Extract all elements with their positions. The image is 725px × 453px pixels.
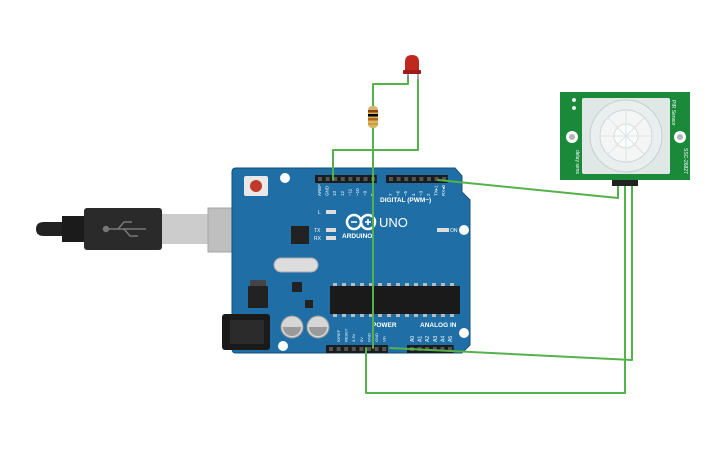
power-socket[interactable] <box>382 347 387 351</box>
digital-pin-label: 13 <box>332 190 337 196</box>
power-socket[interactable] <box>359 347 364 351</box>
digital-pin-label: AREF <box>317 184 322 196</box>
analog-pin-label: A5 <box>448 336 454 342</box>
on-label: ON <box>450 228 458 234</box>
red-led[interactable] <box>403 55 421 80</box>
voltage-regulator <box>248 286 268 308</box>
digital-pin-label: 2 <box>426 193 431 196</box>
power-pin-label: RESET <box>344 328 349 342</box>
usb-jack <box>210 208 270 252</box>
digital-socket[interactable] <box>333 177 338 181</box>
digital-pin-label: ~9 <box>363 190 368 196</box>
digital-socket[interactable] <box>411 177 416 181</box>
analog-pin-label: A2 <box>425 336 431 342</box>
power-socket[interactable] <box>336 347 341 351</box>
power-label: POWER <box>372 322 397 329</box>
microcontroller-chip <box>330 283 460 317</box>
l-label: L <box>318 210 321 216</box>
led-l <box>326 210 336 214</box>
digital-pin-label: ~10 <box>355 188 360 196</box>
power-socket[interactable] <box>374 347 379 351</box>
wire-pin2-to-sensor[interactable] <box>437 179 619 199</box>
digital-socket[interactable] <box>389 177 393 181</box>
analog-socket[interactable] <box>440 347 445 351</box>
digital-pin-label: 4 <box>411 193 416 196</box>
digital-socket[interactable] <box>325 177 330 181</box>
digital-socket[interactable] <box>396 177 401 181</box>
digital-pin-label: GND <box>325 185 330 196</box>
digital-pin-label: 12 <box>340 190 345 196</box>
analog-socket[interactable] <box>432 347 437 351</box>
sensor-left-text: delay sens <box>574 150 580 174</box>
digital-pin-label: ~11 <box>347 188 352 196</box>
wire-sensor-vcc[interactable] <box>389 185 633 361</box>
board-name: UNO <box>379 215 408 230</box>
resistor[interactable] <box>368 106 378 128</box>
led-on <box>437 228 449 232</box>
power-socket[interactable] <box>344 347 349 351</box>
power-jack <box>222 314 270 350</box>
pir-dome <box>589 99 663 173</box>
digital-socket[interactable] <box>434 177 439 181</box>
digital-socket[interactable] <box>404 177 409 181</box>
reset-button[interactable] <box>244 176 268 196</box>
power-header[interactable] <box>326 345 388 353</box>
led-tx <box>326 228 336 232</box>
power-socket[interactable] <box>329 347 333 351</box>
power-pin-label: IOREF <box>336 329 341 342</box>
pir-sensor[interactable]: PIR Sensor SSC-26827 delay sens <box>560 92 690 186</box>
wire-resistor-to-led[interactable] <box>372 75 409 107</box>
power-pin-label: GND <box>374 333 379 342</box>
arduino-board[interactable]: L TX RX ON ARDUINO UNO DIGITAL (PWM~) PO… <box>210 167 471 354</box>
digital-pin-label: TX▸1 <box>434 185 439 196</box>
digital-pin-label: RX◂0 <box>441 184 446 196</box>
analog-pin-label: A4 <box>440 336 446 342</box>
power-socket[interactable] <box>351 347 356 351</box>
digital-socket[interactable] <box>419 177 424 181</box>
led-rx <box>326 236 336 240</box>
analog-pin-label: A0 <box>410 336 416 342</box>
tx-label: TX <box>314 228 321 234</box>
power-pin-label: Vin <box>382 336 387 342</box>
analog-socket[interactable] <box>448 347 452 351</box>
sensor-pin-header[interactable] <box>612 180 638 186</box>
digital-socket[interactable] <box>318 177 322 181</box>
digital-socket[interactable] <box>348 177 353 181</box>
crystal <box>273 257 319 273</box>
power-pin-label: 5V <box>359 337 364 342</box>
analog-pin-label: A3 <box>433 336 439 342</box>
power-pin-label: 3.3V <box>351 333 356 342</box>
digital-socket[interactable] <box>427 177 431 181</box>
power-pin-label: GND <box>366 333 371 342</box>
wire-gnd-led[interactable] <box>332 79 419 181</box>
digital-socket[interactable] <box>340 177 345 181</box>
digital-pin-label: 7 <box>388 193 393 196</box>
usb-chip <box>291 226 309 244</box>
rx-label: RX <box>314 236 322 242</box>
sensor-name: PIR Sensor <box>670 100 676 126</box>
analog-label: ANALOG IN <box>420 322 457 329</box>
brand-label: ARDUINO <box>342 233 372 240</box>
capacitors <box>280 315 330 339</box>
wire-sensor-gnd[interactable] <box>365 185 626 394</box>
digital-pin-label: ~6 <box>396 190 401 196</box>
digital-pin-label: ~3 <box>418 190 423 196</box>
digital-label: DIGITAL (PWM~) <box>380 197 431 204</box>
digital-pin-label: ~5 <box>403 190 408 196</box>
sensor-part: SSC-26827 <box>682 148 688 174</box>
usb-icon <box>102 221 146 237</box>
digital-socket[interactable] <box>356 177 360 181</box>
power-socket[interactable] <box>367 347 371 351</box>
digital-socket[interactable] <box>442 177 447 181</box>
arduino-logo-icon <box>345 213 377 231</box>
digital-socket[interactable] <box>363 177 368 181</box>
analog-pin-label: A1 <box>418 336 424 342</box>
